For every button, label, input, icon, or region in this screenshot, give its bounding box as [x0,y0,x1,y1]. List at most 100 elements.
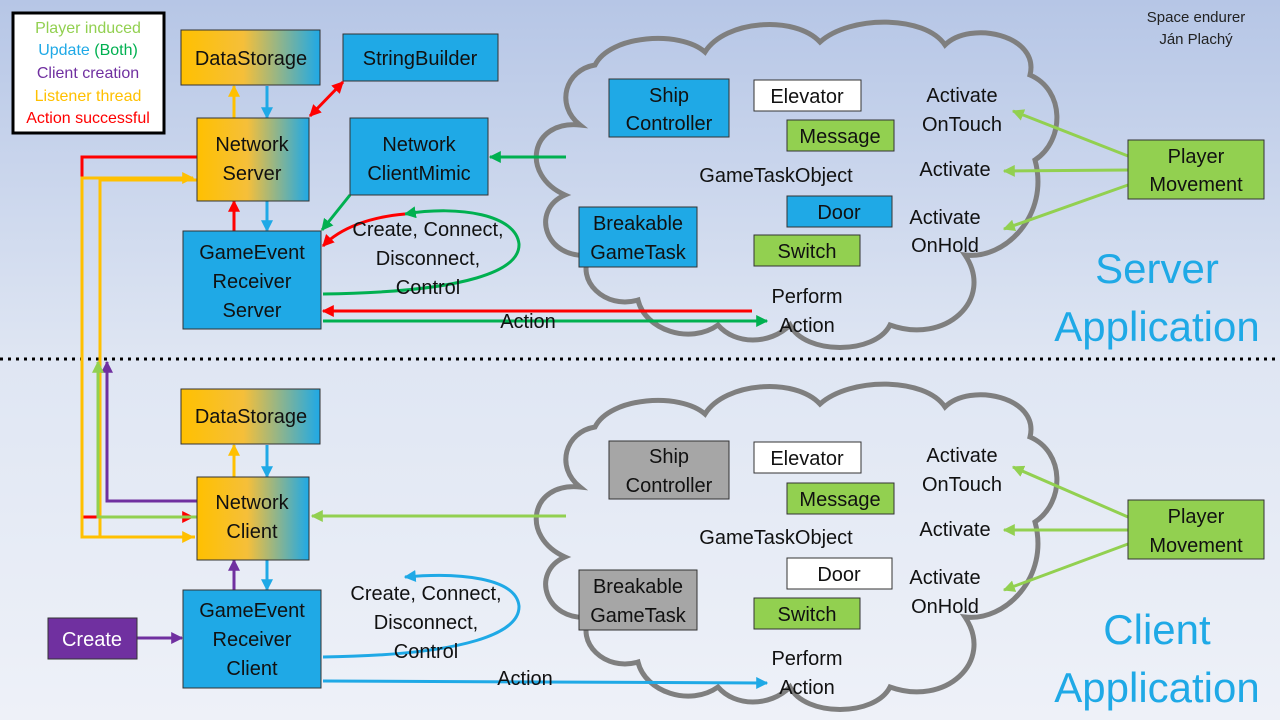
server-ship-controller-box [608,78,730,138]
server-app-title-2: Application [1054,303,1259,350]
credit-title: Space endurer [1147,9,1245,26]
network-client-label-2: Client [226,521,278,543]
arrow-client-player-to-onhold [1002,542,1129,592]
credit-author: Ján Plachý [1159,31,1233,48]
server-gametaskobject-label: GameTaskObject [699,165,853,187]
server-ontouch-label-1: Activate [926,85,997,107]
server-receiver-box [182,230,322,330]
server-arrows [228,80,1129,327]
legend-player-induced: Player induced [35,20,141,37]
server-ship-controller-label-2: Controller [626,113,713,135]
server-perform-label-2: Action [779,315,835,337]
network-server-box [196,117,310,202]
server-breakable-label-1: Breakable [593,213,683,235]
client-switch-box [753,597,861,630]
network-client-box [196,476,310,561]
client-mimic-label-1: Network [382,134,456,156]
server-commands-1: Create, Connect, [352,219,503,241]
link-server-listener-gold [80,172,195,539]
client-onhold-label-1: Activate [909,567,980,589]
client-player-movement-box [1127,499,1265,560]
client-breakable-box [578,569,698,631]
server-switch-box [753,234,861,267]
server-elevator-label: Elevator [770,86,844,108]
client-mimic-box [349,117,489,196]
client-cloud [533,381,1060,712]
arrow-client-player-to-ontouch [1011,465,1129,519]
client-receiver-label-2: Receiver [213,629,292,651]
client-mimic-label-2: ClientMimic [367,163,470,185]
client-breakable-label-2: GameTask [590,605,687,627]
network-client-label-1: Network [215,492,289,514]
client-switch-label: Switch [778,604,837,626]
string-builder-box [342,33,499,82]
client-door-label: Door [817,564,861,586]
legend-update-label: Update [38,42,94,59]
server-switch-label: Switch [778,241,837,263]
client-datastorage-label: DataStorage [195,406,307,428]
client-player-movement-label-1: Player [1168,506,1225,528]
legend-box [11,11,166,135]
server-breakable-box [578,206,698,268]
server-breakable-label-2: GameTask [590,242,687,264]
server-action-label: Action [500,311,556,333]
server-datastorage-label: DataStorage [195,48,307,70]
arrow-player-to-onhold [1002,183,1129,232]
client-perform-label-2: Action [779,677,835,699]
client-receiver-box [182,589,322,689]
server-player-movement-label-1: Player [1168,146,1225,168]
server-onhold-label-2: OnHold [911,235,979,257]
client-onhold-label-2: OnHold [911,596,979,618]
server-ontouch-label-2: OnTouch [922,114,1002,136]
server-receiver-label-1: GameEvent [199,242,305,264]
client-section: DataStorage Network Client GameEvent Rec… [47,388,1265,711]
client-breakable-label-1: Breakable [593,576,683,598]
client-door-box [786,557,893,590]
server-door-label: Door [817,202,861,224]
legend-update-both: Update (Both) [38,42,138,59]
client-elevator-box [753,441,862,474]
server-door-box [786,195,893,228]
client-player-movement-label-2: Movement [1149,535,1243,557]
server-player-movement-label-2: Movement [1149,174,1243,196]
legend-action-successful: Action successful [26,110,150,127]
server-player-movement-box [1127,139,1265,200]
client-action-label: Action [497,668,553,690]
client-perform-label-1: Perform [771,648,842,670]
client-create-label: Create [62,629,122,651]
link-client-to-server-lime [92,360,197,519]
client-datastorage-box [180,388,321,445]
client-arrows [137,443,1129,689]
legend-listener-thread: Listener thread [35,88,142,105]
arrow-netserver-stringbuilder [308,80,345,118]
server-elevator-box [753,79,862,112]
arrow-player-to-ontouch [1011,109,1129,158]
client-ship-controller-label-1: Ship [649,446,689,468]
client-receiver-label-1: GameEvent [199,600,305,622]
client-create-box [47,617,138,660]
arrow-player-to-activate [1002,164,1129,177]
client-message-box [786,482,895,515]
client-commands-2: Disconnect, [374,612,479,634]
server-datastorage-box [180,29,321,86]
server-app-title-1: Server [1095,245,1219,292]
server-ship-controller-label-1: Ship [649,85,689,107]
network-links [80,155,197,543]
network-server-label-2: Server [223,163,282,185]
client-commands-3: Control [394,641,458,663]
server-commands-2: Disconnect, [376,248,481,270]
string-builder-label: StringBuilder [363,48,478,70]
client-gametaskobject-label: GameTaskObject [699,527,853,549]
arrow-server-commands-green [322,206,521,296]
client-app-title-2: Application [1054,664,1259,711]
arrow-server-commands-red [321,212,406,248]
client-app-title-1: Client [1103,606,1211,653]
network-server-label-1: Network [215,134,289,156]
legend-both-label: (Both) [94,42,138,59]
legend-client-creation: Client creation [37,65,139,82]
arrow-client-receiver-to-perform [322,676,769,689]
server-commands-3: Control [396,277,460,299]
arrow-clientmimic-to-receiver [320,194,352,231]
client-receiver-label-3: Client [226,658,278,680]
